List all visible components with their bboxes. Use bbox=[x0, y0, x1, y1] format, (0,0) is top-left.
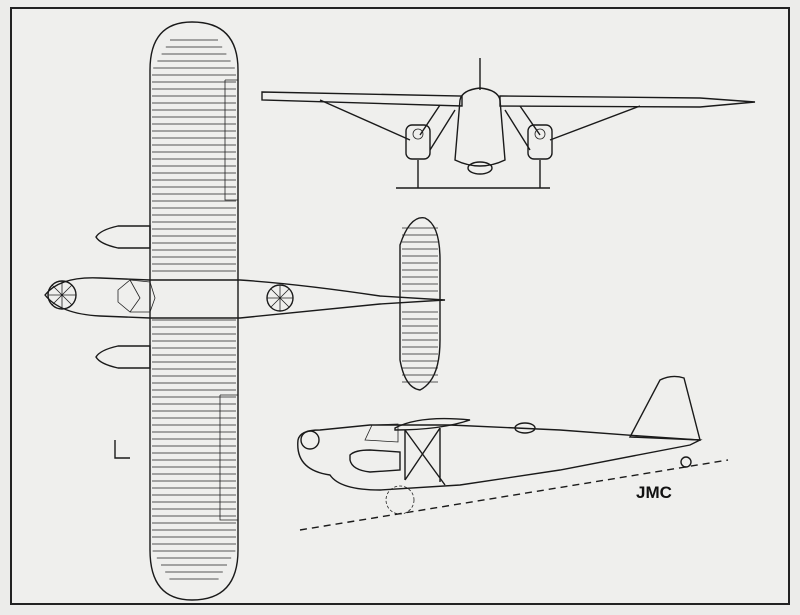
front-wing-right bbox=[499, 95, 756, 108]
side-fuselage bbox=[297, 424, 703, 491]
main-wheel bbox=[385, 485, 415, 515]
nose-turret bbox=[47, 280, 77, 310]
front-wing-left bbox=[261, 91, 463, 107]
fuselage-top bbox=[44, 277, 446, 319]
side-wing bbox=[394, 417, 471, 431]
tailplane bbox=[399, 217, 441, 391]
dorsal-turret bbox=[266, 284, 294, 312]
engine-nacelle-upper bbox=[95, 225, 151, 249]
side-struts bbox=[404, 427, 446, 486]
wing-ribs bbox=[152, 39, 236, 580]
engine-nacelle-lower bbox=[95, 345, 151, 369]
landing-gear-front bbox=[396, 160, 550, 189]
ground-line bbox=[299, 459, 729, 531]
aileron-upper bbox=[224, 79, 238, 201]
cockpit-glazing bbox=[117, 279, 156, 313]
wing-planform bbox=[149, 21, 239, 601]
signature: JMC bbox=[636, 483, 672, 502]
front-view bbox=[261, 58, 756, 189]
gun bbox=[114, 440, 130, 459]
front-fuselage bbox=[454, 87, 506, 167]
side-engine bbox=[349, 449, 401, 473]
side-dorsal-turret bbox=[514, 422, 536, 434]
side-fin bbox=[628, 375, 701, 441]
tailplane-ribs bbox=[402, 227, 438, 383]
top-view bbox=[44, 21, 446, 601]
front-engine-right bbox=[527, 124, 553, 160]
tail-wheel bbox=[680, 456, 692, 468]
front-struts bbox=[319, 99, 641, 151]
front-engine-left bbox=[405, 124, 431, 160]
side-cockpit bbox=[364, 423, 399, 443]
side-nose-turret bbox=[300, 430, 320, 450]
side-view: JMC bbox=[297, 375, 729, 531]
ventral-gondola bbox=[467, 161, 493, 175]
aileron-lower bbox=[219, 394, 238, 521]
